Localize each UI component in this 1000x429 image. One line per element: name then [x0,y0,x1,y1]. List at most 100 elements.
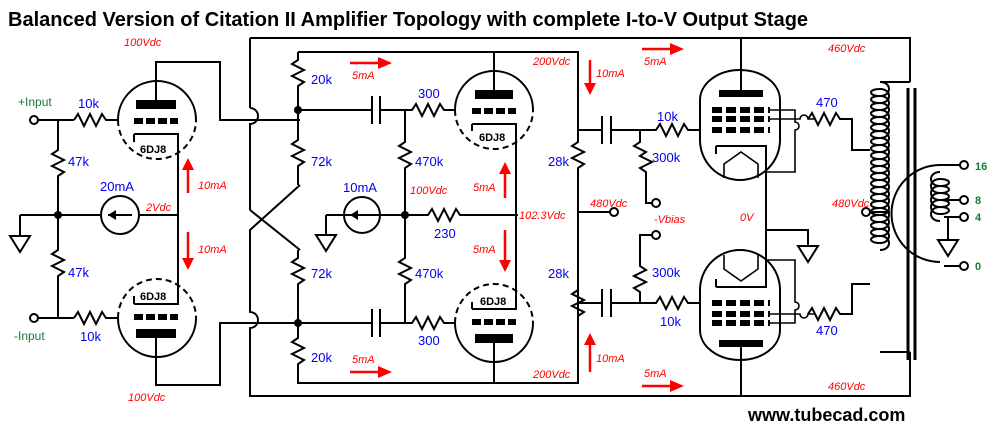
wire [249,184,911,397]
website-credit: www.tubecad.com [747,405,905,425]
coupling-cap-bottom [298,309,410,337]
ccs-arrow-head [108,210,116,220]
label-10k-top: 10k [78,96,99,111]
label-47k-bottom: 47k [68,265,89,280]
label-20ma: 20mA [100,179,134,194]
label-72k-bottom: 72k [311,266,332,281]
label-10ma-out-top: 10mA [596,68,625,80]
resistor-72k-top [289,110,307,185]
supply-480v-terminal [609,207,619,217]
label-460vdc-bottom: 460Vdc [828,381,866,393]
diagram-title: Balanced Version of Citation II Amplifie… [8,9,808,31]
label-100vdc-top: 100Vdc [124,37,162,49]
label-200vdc-bottom: 200Vdc [532,369,571,381]
tube-6dj8-driver-bottom: 6DJ8 [454,215,534,383]
label-5ma-bottom-left: 5mA [352,354,375,366]
current-arrow-right [642,380,684,392]
label-480vdc-right: 480Vdc [832,198,870,210]
label-10k-bottom: 10k [80,329,101,344]
svg-text:6DJ8: 6DJ8 [480,296,506,308]
coupling-cap-top [298,96,410,124]
resistor-28k-bottom [520,212,587,384]
label-100vdc-bottom: 100Vdc [128,392,166,404]
tube-6dj8-driver-top: 6DJ8 [454,52,534,215]
current-arrow-up [499,162,511,198]
minus-input-terminal [29,313,39,323]
label-47k-top: 47k [68,154,89,169]
label-10ma-down: 10mA [198,244,227,256]
tap-terminal-16 [959,160,969,170]
label-28k-top: 28k [548,154,569,169]
current-arrow-right [350,57,392,69]
label-470-top: 470 [816,95,838,110]
plus-input-label: +Input [18,95,52,109]
label-300k-top: 300k [652,150,681,165]
tube-6dj8-input-bottom: 6DJ8 [117,215,258,386]
resistor-470-bottom [807,283,870,323]
resistor-470-top [807,110,870,151]
resistor-230 [405,206,518,224]
resistor-28k-top [520,51,610,213]
resistor-10k-top [73,111,118,129]
resistor-20k-bottom [289,323,520,384]
svg-text:6DJ8: 6DJ8 [140,144,166,156]
resistor-300-bottom [405,314,455,332]
resistor-72k-bottom [289,250,307,323]
label-10ma-up: 10mA [198,180,227,192]
current-arrow-down [182,232,194,270]
current-arrow-right [642,43,684,55]
label-0v: 0V [740,212,755,224]
resistor-300-top [405,101,455,119]
label-vbias: -Vbias [654,214,686,226]
label-5ma-out-top: 5mA [644,56,667,68]
minus-input-label: -Input [14,329,45,343]
ccs-arrow-head [350,210,358,220]
label-230: 230 [434,226,456,241]
label-10ma-out-bottom: 10mA [596,353,625,365]
ground-symbol [766,229,820,264]
label-300-bottom: 300 [418,333,440,348]
tap-label-8: 8 [975,195,981,207]
output-transformer [870,81,960,360]
resistor-20k-top [289,51,520,110]
label-20k-bottom: 20k [311,350,332,365]
label-470k-top: 470k [415,154,444,169]
resistor-10k-out-bottom [640,294,700,312]
current-arrow-up [182,158,194,193]
svg-text:6DJ8: 6DJ8 [479,132,505,144]
coupling-cap-out-bottom [578,289,640,317]
label-10k-out-top: 10k [657,109,678,124]
label-5ma-tube-top: 5mA [473,182,496,194]
vbias-terminal-top [651,198,661,208]
coupling-cap-out-top [578,116,640,144]
label-2vdc: 2Vdc [145,202,172,214]
resistor-470k-top [396,110,414,215]
resistor-470k-bottom [396,215,414,323]
resistor-10k-bottom [73,309,118,327]
supply-480v-terminal-ct [861,207,871,217]
tap-label-16: 16 [975,161,987,173]
tube-pentode-output-top [699,38,816,230]
tap-terminal-4 [959,212,969,222]
wire-crossover [249,107,259,210]
label-5ma-tube-bottom: 5mA [473,244,496,256]
label-5ma-top-left: 5mA [352,70,375,82]
label-200vdc-top: 200Vdc [532,56,571,68]
current-arrow-down [584,60,596,95]
label-28k-bottom: 28k [548,266,569,281]
svg-text:6DJ8: 6DJ8 [140,291,166,303]
label-10ma-ccs: 10mA [343,180,377,195]
resistor-47k-top [49,120,67,215]
label-480vdc-left: 480Vdc [590,198,628,210]
label-470-bottom: 470 [816,323,838,338]
tap-label-0: 0 [975,261,981,273]
wire-b-plus [250,37,911,82]
tube-pentode-output-bottom [699,230,816,396]
label-300-top: 300 [418,86,440,101]
resistor-47k-bottom [49,215,67,318]
label-72k-top: 72k [311,154,332,169]
current-arrow-right [350,366,392,378]
ground-symbol [314,215,338,253]
label-100vdc-bias: 100Vdc [410,185,448,197]
